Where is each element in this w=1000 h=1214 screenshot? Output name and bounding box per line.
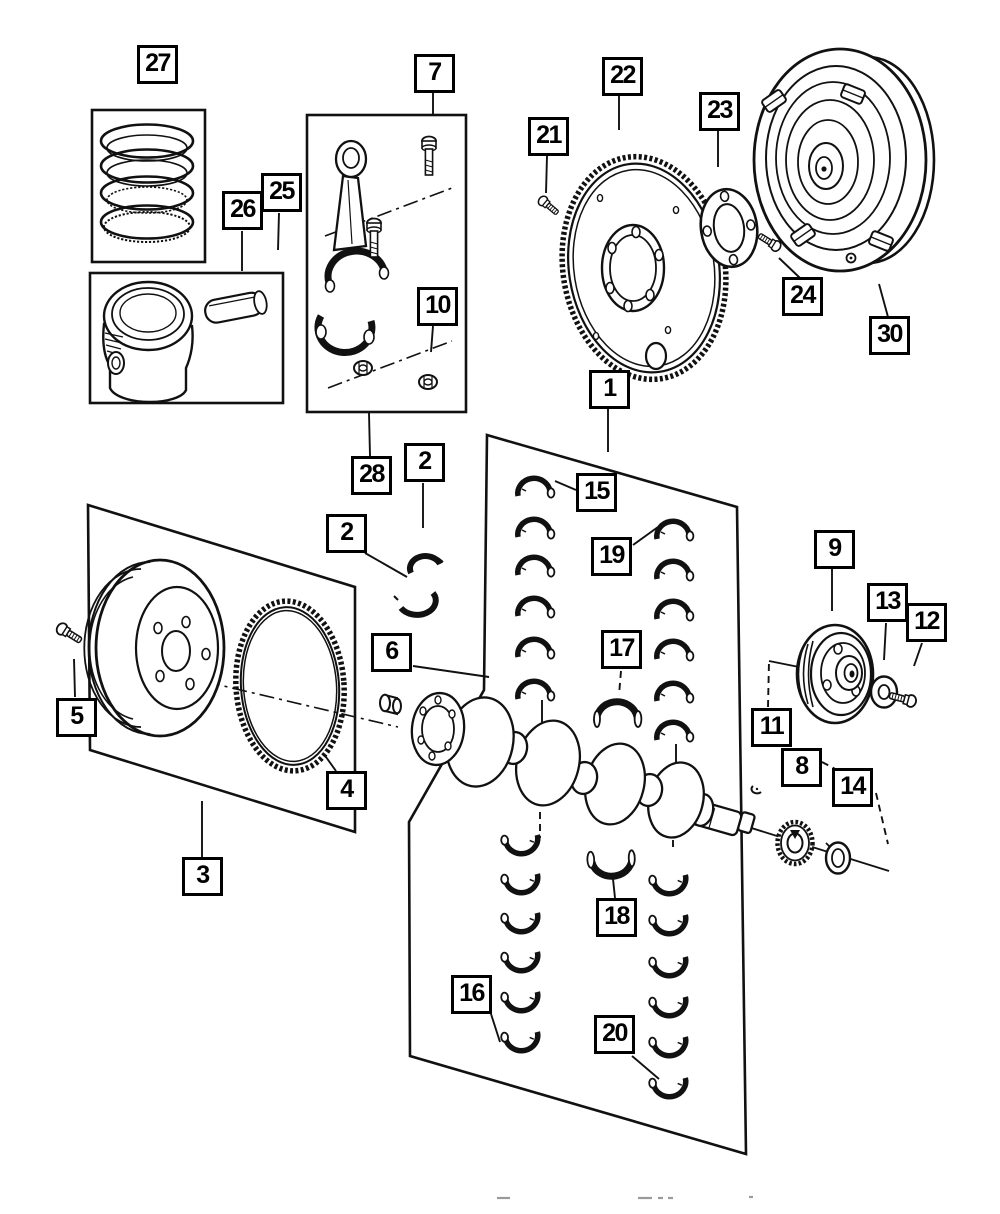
crankshaft-art xyxy=(410,691,756,839)
ring-gear-art xyxy=(233,598,347,774)
flywheel-bolt-icon xyxy=(53,620,85,647)
piston-pin-art xyxy=(204,290,268,324)
callout-10: 10 xyxy=(417,287,458,326)
connecting-rod-art xyxy=(314,139,390,357)
callout-23: 23 xyxy=(699,92,740,131)
callout-16: 16 xyxy=(451,975,492,1014)
woodruff-key-art xyxy=(750,785,762,795)
callout-11: 11 xyxy=(751,708,792,747)
callout-1: 1 xyxy=(589,370,630,409)
footer-marks xyxy=(497,1195,753,1200)
callout-9: 9 xyxy=(814,530,855,569)
flywheel-art xyxy=(83,558,226,738)
pulley-art xyxy=(795,623,875,725)
leader-lines xyxy=(73,93,923,1080)
spacer-plate-art xyxy=(699,187,759,269)
torque-converter-art xyxy=(752,47,936,273)
flexplate-bolt-icon xyxy=(535,193,562,218)
callout-17: 17 xyxy=(601,630,642,669)
callout-6: 6 xyxy=(371,633,412,672)
callout-20: 20 xyxy=(594,1015,635,1054)
rod-nut-icon xyxy=(353,360,373,376)
sprocket-art xyxy=(775,819,815,867)
piston-rings-art xyxy=(99,123,195,243)
callout-12: 12 xyxy=(906,603,947,642)
flexplate-art xyxy=(559,153,729,383)
callout-2-left: 2 xyxy=(326,514,367,553)
callout-25: 25 xyxy=(261,173,302,212)
callout-15: 15 xyxy=(576,473,617,512)
callout-19: 19 xyxy=(591,537,632,576)
callout-4: 4 xyxy=(326,771,367,810)
callout-28: 28 xyxy=(351,456,392,495)
pilot-bushing-art xyxy=(379,693,402,716)
pulley-washer-art xyxy=(869,675,899,709)
sprocket-washer-art xyxy=(824,841,852,875)
thrust-washers-art xyxy=(393,553,444,618)
callout-22: 22 xyxy=(602,57,643,96)
callout-18: 18 xyxy=(596,898,637,937)
callout-5: 5 xyxy=(56,698,97,737)
callout-2-right: 2 xyxy=(404,443,445,482)
callout-30: 30 xyxy=(869,316,910,355)
callout-24: 24 xyxy=(782,277,823,316)
callout-13: 13 xyxy=(867,583,908,622)
piston-art xyxy=(102,280,194,404)
callout-3: 3 xyxy=(182,857,223,896)
rod-nut-icon xyxy=(418,374,438,390)
callout-27: 27 xyxy=(137,45,178,84)
callout-26: 26 xyxy=(222,191,263,230)
callout-21: 21 xyxy=(528,117,569,156)
callout-14: 14 xyxy=(832,768,873,807)
callout-7: 7 xyxy=(414,54,455,93)
callout-8: 8 xyxy=(781,748,822,787)
